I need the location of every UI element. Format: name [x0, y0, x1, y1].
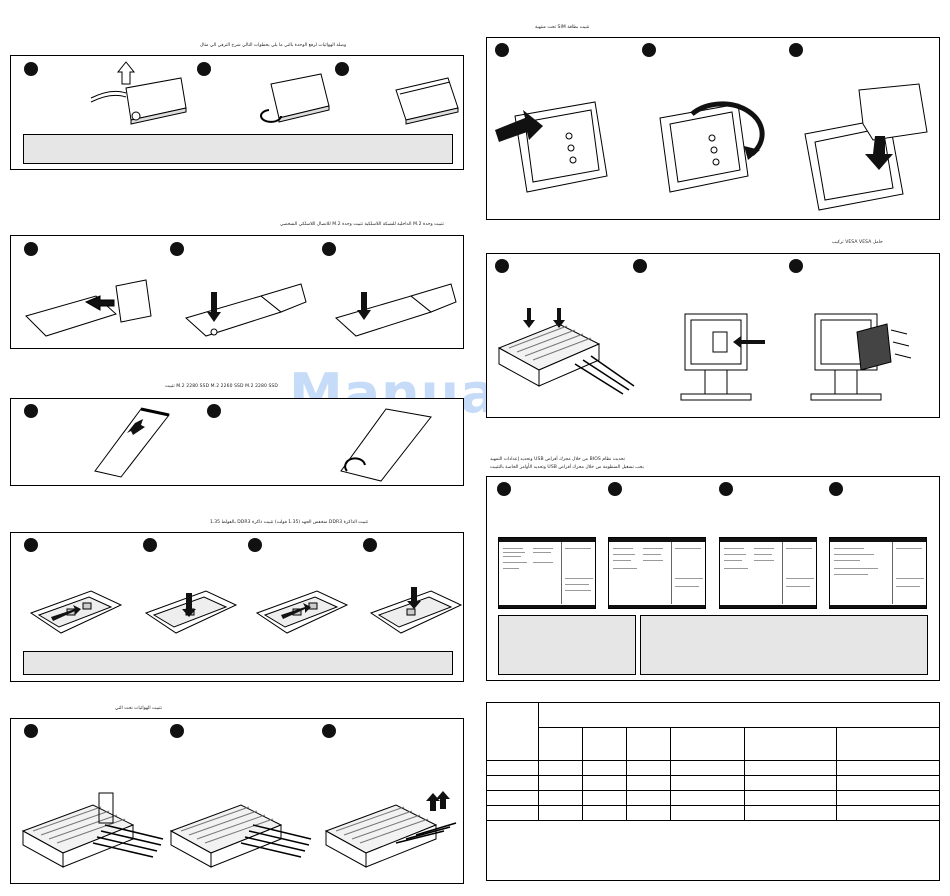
- panel-m2-ssd: [10, 398, 464, 486]
- step-marker-1: [497, 482, 511, 496]
- step-marker-1: [24, 538, 38, 552]
- step-marker-1: [24, 404, 38, 418]
- step-marker-3: [719, 482, 733, 496]
- illustration-vesa-mounted: [807, 310, 917, 410]
- illustration-ddr3-step1: [31, 585, 126, 640]
- note-box-wifi: [23, 134, 453, 164]
- section-caption-antenna-connect: تثبيت الهوائيات تحت التي: [115, 706, 162, 711]
- step-marker-1: [24, 242, 38, 256]
- illustration-card-installed: [386, 64, 476, 128]
- step-marker-2: [170, 242, 184, 256]
- illustration-vesa-unit: [499, 308, 634, 404]
- illustration-m2-insert: [26, 276, 156, 338]
- panel-bios: [486, 476, 940, 681]
- illustration-ddr3-step3: [257, 585, 352, 640]
- illustration-ssd-rotate: [341, 405, 441, 485]
- note-box-bios-left: [498, 615, 636, 675]
- illustration-ssd-insert: [91, 405, 181, 485]
- step-marker-4: [363, 538, 377, 552]
- step-marker-3: [789, 43, 803, 57]
- table-row: [486, 760, 940, 776]
- section-caption-bios-2: يجب تشغيل المنظومة من خلال محرك أقراص US…: [490, 465, 644, 470]
- section-caption-bios: تحديث نظام BIOS من خلال محرك أقراص USB و…: [490, 457, 625, 462]
- spec-table-header-cell: [744, 727, 837, 761]
- illustration-sim-rotate: [652, 94, 762, 194]
- illustration-vesa-bracket: [677, 310, 765, 410]
- illustration-card-rotate: [251, 64, 341, 128]
- spec-table-header-cell: [836, 727, 940, 761]
- table-footnote-row: [486, 820, 940, 881]
- panel-m2-wifi: [10, 235, 464, 349]
- illustration-antenna-unit-1: [23, 791, 163, 881]
- table-row: [486, 790, 940, 806]
- illustration-sim-slide: [495, 96, 610, 196]
- step-marker-1: [24, 724, 38, 738]
- illustration-antenna-unit-2: [171, 791, 311, 881]
- spec-table: [486, 702, 940, 881]
- illustration-sim-insert: [799, 84, 929, 214]
- step-marker-4: [829, 482, 843, 496]
- spec-table-header-cell: [486, 702, 539, 761]
- note-box-ddr3: [23, 651, 453, 675]
- step-marker-3: [322, 724, 336, 738]
- step-marker-1: [24, 62, 38, 76]
- spec-table-header-cell: [582, 727, 627, 761]
- step-marker-3: [322, 242, 336, 256]
- step-marker-3: [248, 538, 262, 552]
- step-marker-2: [633, 259, 647, 273]
- step-marker-2: [207, 404, 221, 418]
- bios-screen-2: [608, 537, 706, 609]
- note-box-bios-right: [640, 615, 928, 675]
- step-marker-2: [143, 538, 157, 552]
- bios-screen-3: [719, 537, 817, 609]
- step-marker-2: [642, 43, 656, 57]
- illustration-antenna-unit-3: [326, 791, 466, 881]
- section-caption-wifi-antenna: وصلة الهوائيات لرفع الوحدة بالتي ما يلي …: [200, 43, 347, 48]
- section-caption-vesa: حامل VESA VESA تركيب: [832, 240, 883, 245]
- spec-table-header-cell: [538, 702, 940, 728]
- section-caption-ddr3: تثبيت الذاكرة DDR3 منخفض الجهد (1.35 فول…: [210, 520, 369, 525]
- section-caption-m2-wifi: تثبيت وحدة M.2 الداخلية للشبكة اللاسلكية…: [280, 222, 444, 227]
- section-caption-m2-ssd: M.2 2280 SSD M.2 2260 SSD M.2 2280 SSD ت…: [165, 384, 278, 389]
- illustration-card-lift: [86, 58, 196, 130]
- panel-sim: [486, 37, 940, 220]
- spec-table-header-cell: [538, 727, 583, 761]
- illustration-m2-screw: [181, 276, 311, 338]
- step-marker-3: [789, 259, 803, 273]
- spec-table-header-cell: [670, 727, 745, 761]
- panel-vesa: [486, 253, 940, 418]
- bios-screen-4: [829, 537, 927, 609]
- step-marker-2: [608, 482, 622, 496]
- step-marker-1: [495, 43, 509, 57]
- table-row: [486, 775, 940, 791]
- illustration-ddr3-step2: [146, 585, 241, 640]
- spec-table-header-cell: [626, 727, 671, 761]
- step-marker-1: [495, 259, 509, 273]
- illustration-ddr3-step4: [371, 587, 466, 640]
- step-marker-3: [335, 62, 349, 76]
- panel-wifi-antenna: [10, 55, 464, 170]
- illustration-m2-secured: [331, 276, 461, 338]
- panel-ddr3: [10, 532, 464, 682]
- bios-screen-1: [498, 537, 596, 609]
- step-marker-2: [197, 62, 211, 76]
- step-marker-2: [170, 724, 184, 738]
- panel-antenna-connect: [10, 718, 464, 884]
- section-caption-sim: تثبيت بطاقة SIM تحت منتهية: [535, 25, 590, 30]
- table-row: [486, 805, 940, 821]
